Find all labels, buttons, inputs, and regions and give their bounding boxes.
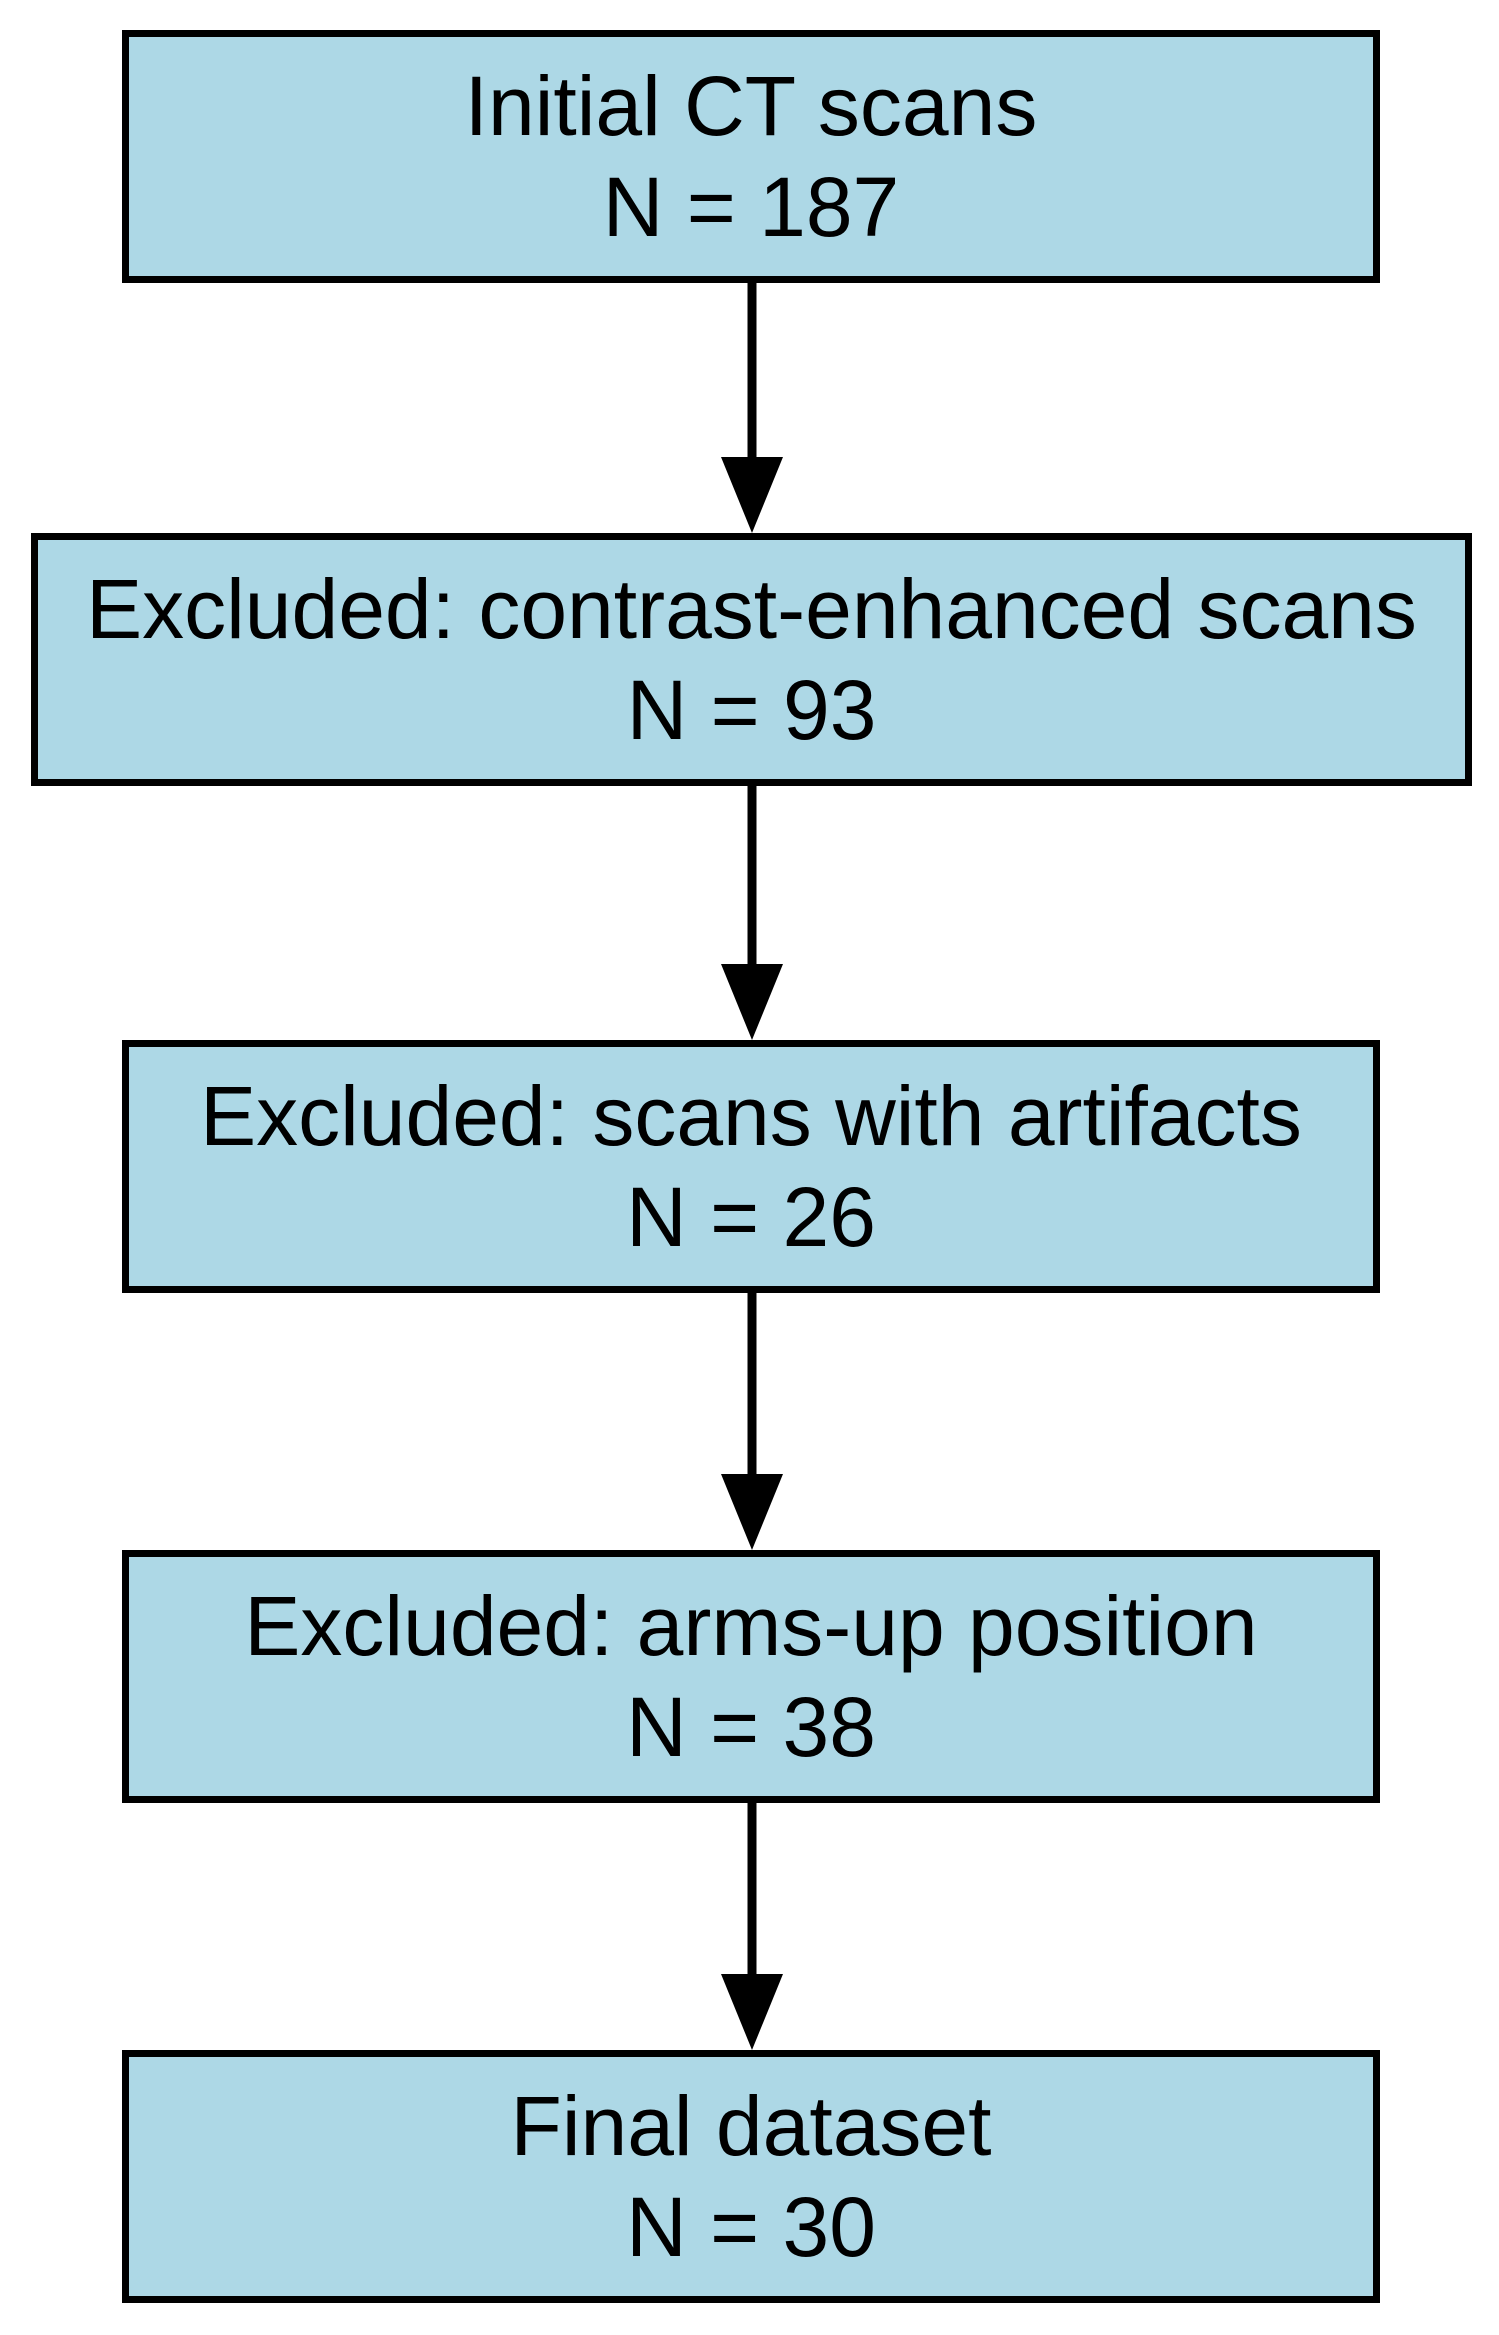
arrow-stem <box>747 786 757 970</box>
arrowhead-down-icon <box>721 1474 783 1550</box>
node-count: N = 187 <box>602 159 900 254</box>
node-label: Excluded: contrast-enhanced scans <box>86 561 1417 656</box>
node-label: Initial CT scans <box>464 58 1038 153</box>
node-count: N = 93 <box>626 662 877 757</box>
arrow-stem <box>747 1803 757 1980</box>
node-label: Excluded: arms-up position <box>244 1578 1258 1673</box>
flow-node-excluded-artifacts: Excluded: scans with artifacts N = 26 <box>122 1040 1380 1293</box>
node-label: Excluded: scans with artifacts <box>200 1068 1302 1163</box>
arrow-stem <box>747 1293 757 1480</box>
arrow-stem <box>747 283 757 463</box>
node-label: Final dataset <box>510 2078 992 2173</box>
arrowhead-down-icon <box>721 1974 783 2050</box>
flow-arrow-4 <box>721 1803 783 2050</box>
flow-arrow-3 <box>721 1293 783 1550</box>
flow-arrow-2 <box>721 786 783 1040</box>
arrowhead-down-icon <box>721 457 783 533</box>
node-count: N = 30 <box>626 2179 876 2274</box>
node-count: N = 38 <box>626 1679 876 1774</box>
flow-node-final: Final dataset N = 30 <box>122 2050 1380 2303</box>
flow-arrow-1 <box>721 283 783 533</box>
node-count: N = 26 <box>626 1169 876 1264</box>
flow-node-excluded-contrast: Excluded: contrast-enhanced scans N = 93 <box>31 533 1472 786</box>
arrowhead-down-icon <box>721 964 783 1040</box>
flow-node-excluded-arms-up: Excluded: arms-up position N = 38 <box>122 1550 1380 1803</box>
flow-node-initial: Initial CT scans N = 187 <box>122 30 1380 283</box>
